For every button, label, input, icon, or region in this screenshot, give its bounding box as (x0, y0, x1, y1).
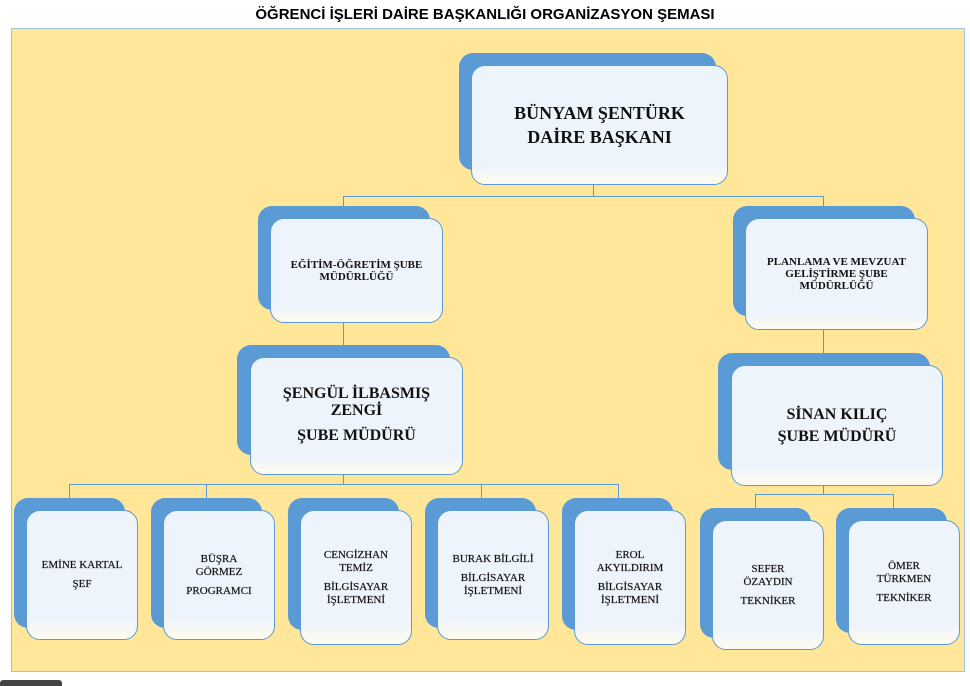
node-line: EĞİTİM-ÖĞRETİM ŞUBE (290, 258, 423, 271)
connector (69, 484, 70, 498)
connector (823, 330, 824, 353)
staff-role: TEKNİKER (740, 594, 796, 607)
connector (893, 494, 894, 508)
node-staff: CENGİZHAN TEMİZ BİLGİSAYAR İŞLETMENİ (300, 510, 412, 645)
connector (755, 494, 756, 508)
node-name: BÜNYAM ŞENTÜRK (514, 103, 685, 123)
staff-name: BURAK BİLGİLİ (452, 552, 534, 565)
connector (618, 484, 619, 498)
node-staff: BURAK BİLGİLİ BİLGİSAYAR İŞLETMENİ (437, 510, 549, 640)
node-line: ZENGİ (330, 402, 383, 419)
staff-name: CENGİZHAN TEMİZ (323, 548, 389, 574)
staff-name: ÖMER TÜRKMEN (876, 560, 932, 585)
staff-role: TEKNİKER (876, 592, 932, 604)
staff-role: PROGRAMCI (186, 584, 252, 597)
node-staff: EROL AKYILDIRIM BİLGİSAYAR İŞLETMENİ (574, 510, 686, 645)
node-line: MÜDÜRLÜĞÜ (799, 280, 874, 292)
node-line: ŞUBE MÜDÜRÜ (777, 427, 897, 445)
staff-name: EMİNE KARTAL (41, 559, 123, 571)
node-line: MÜDÜRLÜĞÜ (319, 270, 394, 283)
node-line: SİNAN KILIÇ (786, 405, 888, 423)
node-staff: ÖMER TÜRKMEN TEKNİKER (848, 520, 960, 645)
node-unit-right: PLANLAMA VE MEVZUAT GELİŞTİRME ŞUBE MÜDÜ… (745, 218, 928, 330)
staff-name: BÜŞRA GÖRMEZ (195, 552, 243, 578)
connector (343, 196, 824, 197)
node-staff: EMİNE KARTAL ŞEF (26, 510, 138, 640)
node-line: PLANLAMA VE MEVZUAT (767, 256, 906, 268)
node-unit-left: EĞİTİM-ÖĞRETİM ŞUBE MÜDÜRLÜĞÜ (270, 218, 443, 323)
node-manager-right: SİNAN KILIÇ ŞUBE MÜDÜRÜ (731, 365, 943, 486)
connector (343, 196, 344, 206)
connector (206, 484, 207, 498)
connector (823, 196, 824, 206)
connector (823, 486, 824, 494)
staff-name: SEFER ÖZAYDIN (743, 562, 793, 588)
connector (69, 484, 619, 485)
connector (755, 494, 894, 495)
node-manager-left: ŞENGÜL İLBASMIŞ ZENGİ ŞUBE MÜDÜRÜ (250, 357, 463, 475)
staff-role: ŞEF (72, 578, 92, 590)
chart-title: ÖĞRENCİ İŞLERİ DAİRE BAŞKANLIĞI ORGANİZA… (255, 6, 715, 23)
taskbar-fragment (0, 680, 62, 686)
node-staff: SEFER ÖZAYDIN TEKNİKER (712, 520, 824, 650)
connector (343, 323, 344, 345)
node-line: GELİŞTİRME ŞUBE (785, 268, 888, 280)
staff-role: BİLGİSAYAR İŞLETMENİ (323, 580, 389, 606)
node-staff: BÜŞRA GÖRMEZ PROGRAMCI (163, 510, 275, 640)
connector (593, 185, 594, 196)
node-line: ŞUBE MÜDÜRÜ (297, 427, 416, 444)
staff-role: BİLGİSAYAR İŞLETMENİ (460, 571, 526, 597)
node-role: DAİRE BAŞKANI (527, 127, 672, 147)
staff-name: EROL AKYILDIRIM (596, 548, 664, 574)
node-head: BÜNYAM ŞENTÜRK DAİRE BAŞKANI (471, 65, 728, 185)
connector (343, 475, 344, 485)
node-line: ŞENGÜL İLBASMIŞ (282, 385, 431, 402)
staff-role: BİLGİSAYAR İŞLETMENİ (597, 580, 663, 606)
connector (481, 484, 482, 498)
